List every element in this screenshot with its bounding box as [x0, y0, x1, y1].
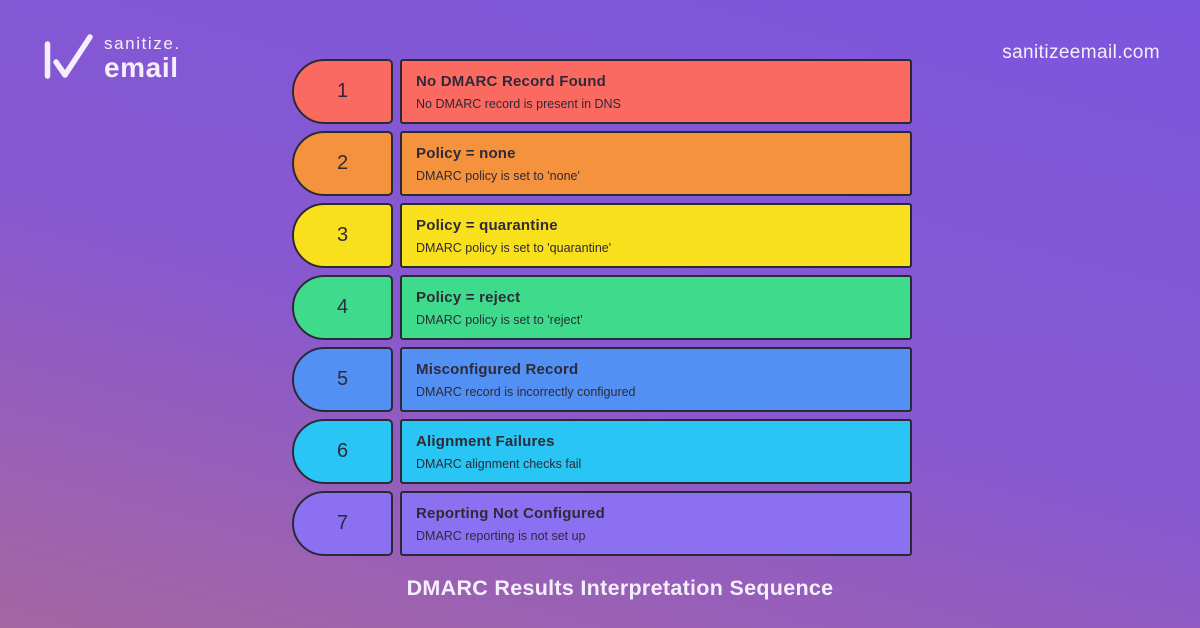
step-number-pill: 1: [292, 59, 393, 124]
checkmark-logo-icon: [44, 34, 93, 79]
logo-wordmark: sanitize. email: [104, 35, 181, 82]
sequence-step-1: 1 No DMARC Record Found No DMARC record …: [292, 59, 912, 124]
logo-wordmark-bottom: email: [104, 52, 179, 83]
website-url: sanitizeemail.com: [1002, 42, 1160, 63]
step-title: Alignment Failures: [416, 432, 555, 450]
sequence-step-5: 5 Misconfigured Record DMARC record is i…: [292, 347, 912, 412]
step-title: Misconfigured Record: [416, 360, 579, 378]
sequence-step-4: 4 Policy = reject DMARC policy is set to…: [292, 275, 912, 340]
step-number-pill: 2: [292, 131, 393, 196]
step-number-pill: 6: [292, 419, 393, 484]
step-card: Policy = none DMARC policy is set to 'no…: [400, 131, 912, 196]
step-title: Reporting Not Configured: [416, 504, 605, 522]
step-description: No DMARC record is present in DNS: [416, 96, 621, 111]
step-description: DMARC policy is set to 'none': [416, 168, 580, 183]
step-number-pill: 7: [292, 491, 393, 556]
step-description: DMARC policy is set to 'quarantine': [416, 240, 612, 255]
step-number-pill: 4: [292, 275, 393, 340]
step-card: Policy = quarantine DMARC policy is set …: [400, 203, 912, 268]
step-card: Misconfigured Record DMARC record is inc…: [400, 347, 912, 412]
step-card: Alignment Failures DMARC alignment check…: [400, 419, 912, 484]
step-card: Reporting Not Configured DMARC reporting…: [400, 491, 912, 556]
step-card: No DMARC Record Found No DMARC record is…: [400, 59, 912, 124]
logo-wordmark-top: sanitize.: [104, 34, 181, 53]
step-number-pill: 3: [292, 203, 393, 268]
step-card: Policy = reject DMARC policy is set to '…: [400, 275, 912, 340]
step-number: 3: [336, 224, 349, 246]
sequence-list: 1 No DMARC Record Found No DMARC record …: [292, 59, 912, 556]
step-description: DMARC reporting is not set up: [416, 528, 586, 543]
step-title: Policy = none: [416, 144, 516, 162]
step-description: DMARC alignment checks fail: [416, 456, 582, 471]
step-number-pill: 5: [292, 347, 393, 412]
sequence-step-6: 6 Alignment Failures DMARC alignment che…: [292, 419, 912, 484]
step-description: DMARC record is incorrectly configured: [416, 384, 636, 399]
sanitize-email-logo: sanitize. email: [42, 30, 181, 82]
step-title: Policy = reject: [416, 288, 521, 306]
sequence-step-3: 3 Policy = quarantine DMARC policy is se…: [292, 203, 912, 268]
step-title: Policy = quarantine: [416, 216, 558, 234]
step-description: DMARC policy is set to 'reject': [416, 312, 583, 327]
step-title: No DMARC Record Found: [416, 72, 607, 90]
step-number: 7: [336, 512, 349, 534]
step-number: 2: [336, 152, 349, 174]
step-number: 6: [336, 440, 349, 462]
sequence-step-2: 2 Policy = none DMARC policy is set to '…: [292, 131, 912, 196]
step-number: 4: [336, 296, 349, 318]
step-number: 1: [336, 80, 349, 102]
step-number: 5: [336, 368, 349, 390]
sequence-step-7: 7 Reporting Not Configured DMARC reporti…: [292, 491, 912, 556]
diagram-title: DMARC Results Interpretation Sequence: [406, 576, 834, 600]
